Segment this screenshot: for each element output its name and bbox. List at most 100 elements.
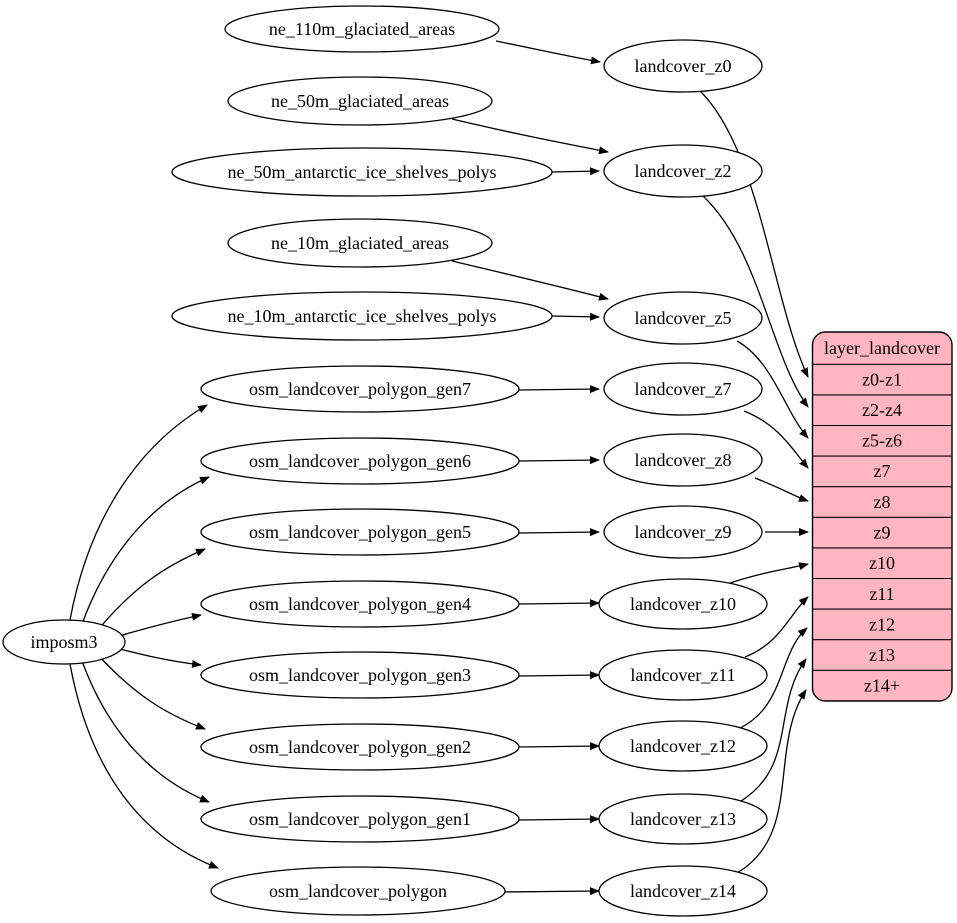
edge-imposm3-gen7 [69,404,208,621]
edge-gen1-z13 [518,815,600,824]
landcover-z0-label: landcover_z0 [635,56,732,76]
osm-landcover-polygon-gen2-ellipse [200,723,520,771]
edge-z11-row-z11 [744,596,809,658]
osm-landcover-polygon-gen6-label: osm_landcover_polygon_gen6 [249,451,471,471]
node-osm-landcover-polygon-gen3: osm_landcover_polygon_gen3 [200,651,520,699]
edge-z0-row-z0-z1 [699,90,809,378]
node-landcover-z13: landcover_z13 [598,793,768,845]
landcover-z0-ellipse [603,39,763,93]
record-row-z5-z6: z5-z6 [862,431,902,451]
ne-10m-antarctic-ice-shelves-polys-ellipse [171,291,553,341]
landcover-z2-label: landcover_z2 [635,161,732,181]
node-landcover-z0: landcover_z0 [603,39,763,93]
ne-50m-glaciated-areas-label: ne_50m_glaciated_areas [271,91,449,111]
node-imposm3: imposm3 [2,619,126,665]
osm-landcover-polygon-ellipse [210,866,506,916]
edge-gen6-z8 [518,456,600,465]
landcover-z5-ellipse [603,291,763,345]
edge-polygon-z14 [503,887,600,896]
landcover-z14-ellipse [598,865,768,917]
landcover-z9-ellipse [603,505,763,559]
landcover-z11-ellipse [598,649,768,701]
node-osm-landcover-polygon: osm_landcover_polygon [210,866,506,916]
node-landcover-z2: landcover_z2 [603,144,763,198]
record-row-z9: z9 [874,523,891,543]
osm-landcover-polygon-gen3-ellipse [200,651,520,699]
edge-imposm3-gen3 [111,646,202,668]
edge-gen4-z10 [518,599,600,608]
edge-gen5-z9 [518,528,600,537]
node-osm-landcover-polygon-gen2: osm_landcover_polygon_gen2 [200,723,520,771]
osm-landcover-polygon-gen3-label: osm_landcover_polygon_gen3 [249,665,471,685]
record-row-z2-z4: z2-z4 [862,400,902,420]
edge-imposm3-gen4 [111,612,202,639]
edge-ne50m-antarctic-z2 [551,167,600,176]
osm-landcover-polygon-gen4-label: osm_landcover_polygon_gen4 [249,594,471,614]
layer-landcover-title: layer_landcover [824,338,940,358]
landcover-z7-ellipse [603,362,763,416]
osm-landcover-polygon-label: osm_landcover_polygon [269,881,447,901]
node-osm-landcover-polygon-gen6: osm_landcover_polygon_gen6 [200,437,520,485]
record-row-z10: z10 [869,553,895,573]
osm-landcover-polygon-gen1-label: osm_landcover_polygon_gen1 [249,809,471,829]
edge-gen7-z7 [518,385,600,394]
node-landcover-z10: landcover_z10 [598,578,768,630]
record-row-z0-z1: z0-z1 [862,370,902,390]
node-landcover-z7: landcover_z7 [603,362,763,416]
osm-landcover-polygon-gen1-ellipse [200,795,520,843]
edge-z13-row-z13 [740,658,807,802]
landcover-z11-label: landcover_z11 [630,665,735,685]
node-layer-landcover: layer_landcover z0-z1 z2-z4 z5-z6 z7 z8 … [811,331,953,702]
node-ne-50m-glaciated-areas: ne_50m_glaciated_areas [227,76,493,126]
edge-gen2-z12 [518,742,600,751]
node-landcover-z9: landcover_z9 [603,505,763,559]
record-row-z8: z8 [874,492,891,512]
osm-landcover-polygon-gen5-ellipse [200,508,520,556]
ne-10m-antarctic-ice-shelves-polys-label: ne_10m_antarctic_ice_shelves_polys [228,306,497,326]
osm-landcover-polygon-gen5-label: osm_landcover_polygon_gen5 [249,522,471,542]
landcover-z14-label: landcover_z14 [630,881,736,901]
node-ne-110m-glaciated-areas: ne_110m_glaciated_areas [224,5,500,53]
edge-ne50m-glaciated-z2 [451,118,609,155]
record-row-z14plus: z14+ [864,676,900,696]
landcover-z13-label: landcover_z13 [630,809,736,829]
edge-ne10m-antarctic-z5 [551,312,600,321]
edge-imposm3-polygon [69,663,219,869]
landcover-z7-label: landcover_z7 [635,379,732,399]
node-landcover-z14: landcover_z14 [598,865,768,917]
node-ne-10m-antarctic-ice-shelves-polys: ne_10m_antarctic_ice_shelves_polys [171,291,553,341]
record-row-z11: z11 [869,584,894,604]
edge-imposm3-gen2 [96,653,206,730]
node-osm-landcover-polygon-gen4: osm_landcover_polygon_gen4 [200,580,520,628]
node-landcover-z12: landcover_z12 [598,720,768,772]
imposm3-label: imposm3 [30,632,97,652]
edge-ne110m-z0 [495,40,601,65]
osm-landcover-polygon-gen7-ellipse [200,365,520,413]
osm-landcover-polygon-gen7-label: osm_landcover_polygon_gen7 [249,379,471,399]
landcover-z10-ellipse [598,578,768,630]
node-landcover-z11: landcover_z11 [598,649,768,701]
node-osm-landcover-polygon-gen7: osm_landcover_polygon_gen7 [200,365,520,413]
landcover-z2-ellipse [603,144,763,198]
edge-imposm3-gen5 [96,548,206,632]
landcover-z9-label: landcover_z9 [635,522,732,542]
node-osm-landcover-polygon-gen1: osm_landcover_polygon_gen1 [200,795,520,843]
landcover-z8-ellipse [603,433,763,487]
edge-z14-row-z14plus [736,689,807,874]
edge-ne10m-glaciated-z5 [451,260,609,301]
node-ne-10m-glaciated-areas: ne_10m_glaciated_areas [227,218,493,268]
landcover-z8-label: landcover_z8 [635,450,732,470]
edge-z2-row-z2-z4 [702,195,809,408]
osm-landcover-polygon-gen2-label: osm_landcover_polygon_gen2 [249,737,471,757]
node-landcover-z5: landcover_z5 [603,291,763,345]
edge-z10-row-z10 [726,562,809,585]
osm-landcover-polygon-gen6-ellipse [200,437,520,485]
node-ne-50m-antarctic-ice-shelves-polys: ne_50m_antarctic_ice_shelves_polys [171,147,553,197]
imposm3-ellipse [2,619,126,665]
edge-z12-row-z12 [737,627,808,730]
ne-110m-glaciated-areas-label: ne_110m_glaciated_areas [269,19,455,39]
ne-50m-antarctic-ice-shelves-polys-ellipse [171,147,553,197]
ne-50m-glaciated-areas-ellipse [227,76,493,126]
